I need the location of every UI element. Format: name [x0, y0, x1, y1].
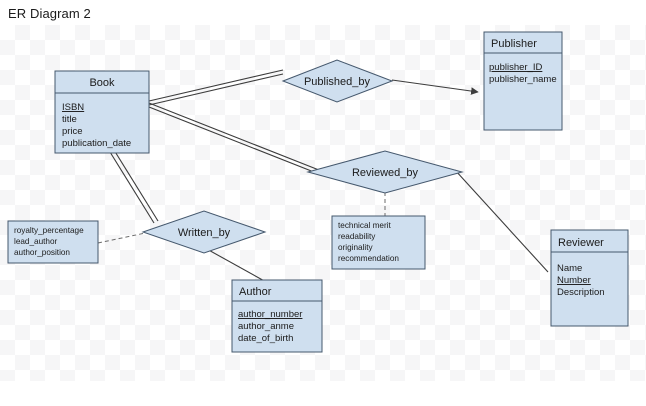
entity-publisher[interactable]: Publisher publisher_ID publisher_name: [483, 31, 563, 131]
entity-book[interactable]: Book ISBN title price publication_date: [54, 70, 150, 154]
reviewed-by-attribute-readability: readability: [338, 232, 376, 241]
entity-publisher-title: Publisher: [491, 38, 537, 50]
entity-reviewer-attribute-number: Number: [557, 275, 591, 286]
edge-reviewed-by-reviewer: [454, 169, 549, 273]
entity-author-attribute-author-anme: author_anme: [238, 321, 294, 332]
entity-author[interactable]: Author author_number author_anme date_of…: [231, 279, 323, 353]
entity-reviewer-title: Reviewer: [558, 237, 604, 249]
edge-published-by-publisher: [391, 79, 479, 95]
entity-book-title: Book: [89, 77, 115, 89]
entity-publisher-attribute-publisher-id: publisher_ID: [489, 62, 542, 73]
entity-book-attribute-publication-date: publication_date: [62, 138, 131, 149]
reviewed-by-attribute-technical-merit: technical merit: [338, 221, 392, 230]
entity-author-attribute-date-of-birth: date_of_birth: [238, 333, 293, 344]
reviewed-by-attribute-originality: originality: [338, 243, 373, 252]
entity-reviewer[interactable]: Reviewer Name Number Description: [550, 229, 629, 327]
relationship-reviewed-by[interactable]: Reviewed_by: [306, 150, 464, 194]
written-by-attribute-royalty-percentage: royalty_percentage: [14, 226, 84, 235]
relationship-written-by-label: Written_by: [178, 227, 231, 239]
entity-book-attribute-price: price: [62, 126, 83, 137]
edge-book-published-by: [148, 69, 284, 106]
relationship-published-by-label: Published_by: [304, 76, 371, 88]
attribute-box-reviewed-by[interactable]: technical merit readability originality …: [331, 215, 426, 270]
edge-written-by-attrs: [97, 231, 151, 244]
edge-book-written-by: [109, 149, 159, 224]
entity-author-attribute-author-number: author_number: [238, 309, 302, 320]
attribute-box-written-by[interactable]: royalty_percentage lead_author author_po…: [7, 220, 99, 264]
reviewed-by-attribute-recommendation: recommendation: [338, 254, 399, 263]
entity-reviewer-attribute-name: Name: [557, 263, 582, 274]
written-by-attribute-author-position: author_position: [14, 248, 70, 257]
relationship-reviewed-by-label: Reviewed_by: [352, 167, 419, 179]
entity-book-attribute-isbn: ISBN: [62, 102, 84, 113]
relationship-published-by[interactable]: Published_by: [281, 59, 394, 103]
entity-author-title: Author: [239, 286, 272, 298]
entity-reviewer-attribute-description: Description: [557, 287, 605, 298]
entity-publisher-attribute-publisher-name: publisher_name: [489, 74, 557, 85]
edge-book-reviewed-by: [148, 102, 325, 177]
er-diagram-canvas[interactable]: [0, 25, 646, 381]
relationship-written-by[interactable]: Written_by: [141, 210, 267, 254]
entity-book-attribute-title: title: [62, 114, 77, 125]
written-by-attribute-lead-author: lead_author: [14, 237, 58, 246]
page-title: ER Diagram 2: [8, 6, 91, 21]
